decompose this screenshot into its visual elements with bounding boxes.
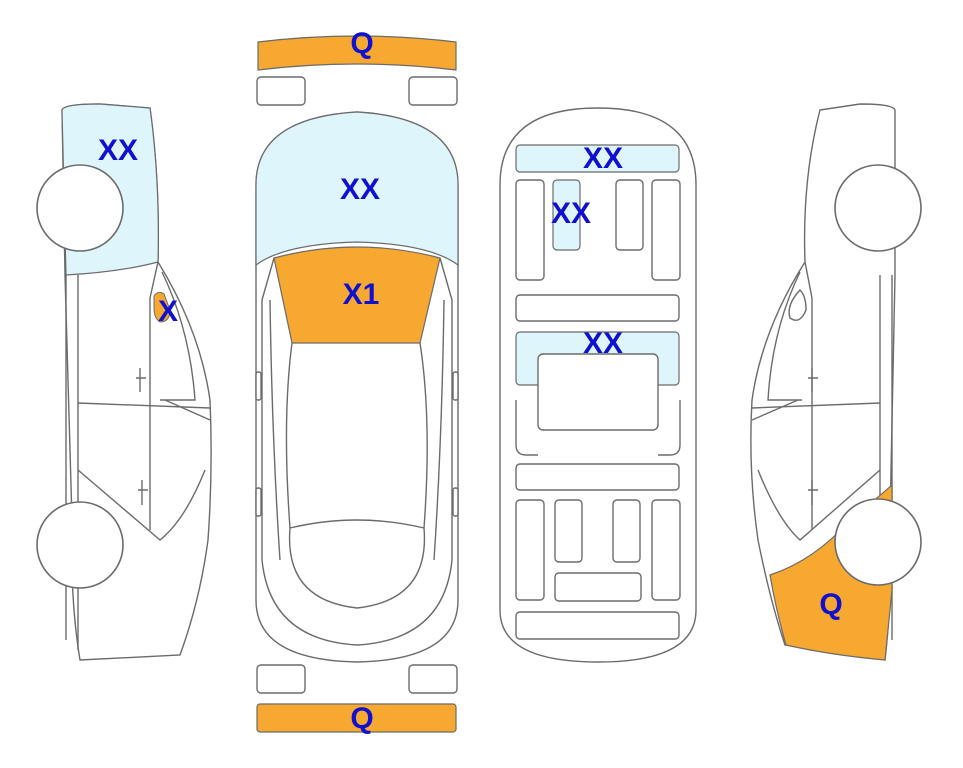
rear-light-left — [256, 664, 306, 694]
rear-bumper[interactable] — [256, 703, 457, 733]
top-hood-panel[interactable] — [273, 246, 441, 344]
label-rear-bumper: Q — [350, 702, 373, 735]
front-light-right — [408, 76, 458, 106]
top-windshield-panel[interactable] — [255, 111, 459, 267]
label-interior-seat: XX — [551, 197, 591, 230]
right-front-wheel — [834, 164, 922, 252]
label-top-hood: X1 — [343, 278, 380, 311]
rear-light-right — [408, 664, 458, 694]
front-bumper[interactable] — [257, 35, 457, 71]
label-interior-front: XX — [583, 142, 623, 175]
interior-dashboard-panel[interactable] — [515, 144, 680, 173]
top-view — [255, 111, 459, 663]
interior-view — [499, 107, 697, 663]
label-top-windshield: XX — [340, 173, 380, 206]
left-front-wheel — [36, 164, 124, 252]
right-rear-wheel — [834, 498, 922, 586]
label-front-bumper: Q — [350, 27, 373, 60]
left-rear-wheel — [36, 501, 124, 589]
front-light-left — [256, 76, 306, 106]
label-right-rear-quarter: Q — [819, 588, 842, 621]
label-left-roof: XX — [98, 134, 138, 167]
left-mirror-mark[interactable] — [153, 291, 171, 323]
label-left-small-mark: X — [158, 295, 178, 328]
label-interior-cargo: XX — [583, 327, 623, 360]
interior-front-seat-panel[interactable] — [552, 179, 581, 251]
